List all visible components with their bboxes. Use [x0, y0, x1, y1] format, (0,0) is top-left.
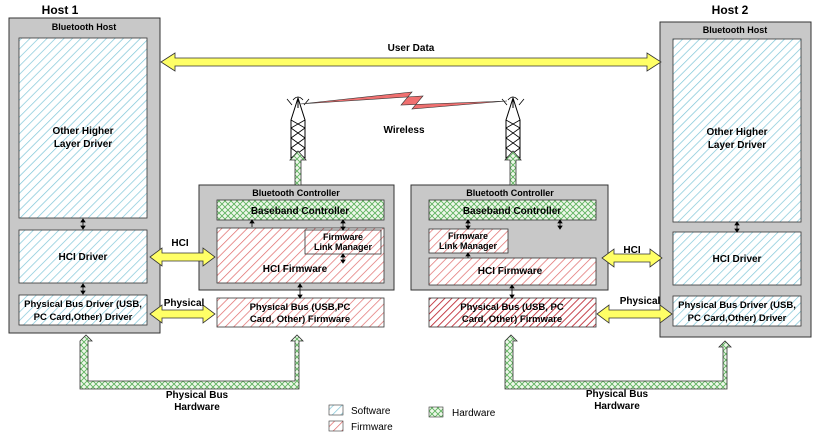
controller2-phys-fw-line1: Physical Bus (USB, PC	[460, 302, 564, 313]
user-data-label: User Data	[388, 43, 435, 54]
host1-internal-arrows	[80, 218, 86, 295]
host1-phys-driver-line1: Physical Bus Driver (USB,	[24, 299, 142, 310]
user-data-arrow	[160, 52, 662, 72]
controller2-link-manager-line1: Firmware	[448, 231, 488, 241]
hci-arrow-left	[149, 247, 216, 267]
host1-higher-layer-line1: Other Higher	[52, 126, 113, 137]
hci-left-label: HCI	[171, 238, 188, 249]
phys-bus-hw-right-line2: Hardware	[594, 401, 640, 412]
host1-higher-layer-driver	[18, 37, 148, 219]
legend-firmware-label: Firmware	[351, 422, 393, 433]
legend-firmware-swatch	[328, 420, 344, 432]
host2-higher-layer-line2: Layer Driver	[708, 140, 766, 151]
host2-internal-arrows	[734, 221, 740, 233]
controller2-phys-fw-line2: Card, Other) Firmware	[462, 314, 562, 325]
phys-bus-hw-left-line1: Physical Bus	[166, 390, 229, 401]
controller2-baseband-label: Baseband Controller	[463, 206, 561, 217]
host1-physical-bus-driver	[18, 294, 148, 326]
physical-bus-hardware-right	[504, 334, 732, 390]
host2-higher-layer-driver	[672, 38, 802, 223]
antenna-left-feed	[289, 150, 307, 186]
controller1-hci-firmware-label: HCI Firmware	[263, 264, 328, 275]
host2-higher-layer-line1: Other Higher	[706, 127, 767, 138]
host1-bluetooth-host-label: Bluetooth Host	[52, 22, 117, 32]
controller2-link-manager-line2: Link Manager	[439, 241, 498, 251]
host2-phys-driver-line1: Physical Bus Driver (USB,	[678, 300, 796, 311]
host2-phys-driver-line2: PC Card,Other) Driver	[688, 313, 787, 324]
legend-hardware-swatch	[428, 406, 444, 418]
controller2-title: Bluetooth Controller	[466, 188, 554, 198]
controller1-baseband-label: Baseband Controller	[251, 206, 349, 217]
phys-bus-hw-left-line2: Hardware	[174, 402, 220, 413]
controller2-baseband	[428, 199, 597, 221]
host1-higher-layer-line2: Layer Driver	[54, 139, 112, 150]
legend-software-label: Software	[351, 406, 391, 417]
phys-bus-hw-right-line1: Physical Bus	[586, 389, 649, 400]
physical-arrow-left	[149, 304, 216, 324]
legend-hardware-label: Hardware	[452, 408, 496, 419]
legend: Software Firmware Hardware	[328, 404, 496, 433]
controller1-baseband	[216, 199, 385, 221]
antenna-left-icon	[286, 96, 310, 186]
controller2-hci-firmware-label: HCI Firmware	[478, 266, 543, 277]
hci-right-label: HCI	[623, 245, 640, 256]
physical-right-label: Physical	[620, 296, 661, 307]
controller1-link-manager-line2: Link Manager	[314, 242, 373, 252]
controller2-internal-arrows	[465, 219, 563, 299]
controller2-hci-firmware	[428, 257, 597, 286]
host1-hci-driver-label: HCI Driver	[59, 252, 108, 263]
controller2-physical-bus-firmware	[428, 297, 597, 328]
host2-hci-driver	[672, 231, 802, 286]
controller1-physical-bus-firmware	[216, 297, 385, 328]
wireless-bolt-icon	[299, 91, 508, 110]
wireless-label: Wireless	[383, 125, 424, 136]
controller2-link-manager	[428, 228, 509, 254]
host1-phys-driver-line2: PC Card,Other) Driver	[34, 312, 133, 323]
controller1-link-manager-line1: Firmware	[323, 232, 363, 242]
physical-arrow-right	[596, 304, 673, 324]
controller1-phys-fw-line2: Card, Other) Firmware	[250, 314, 350, 325]
controller1-link-manager	[304, 229, 382, 255]
antenna-right-feed	[504, 150, 522, 186]
controller1-internal-arrows	[249, 219, 346, 299]
host2-hci-driver-label: HCI Driver	[713, 254, 762, 265]
physical-bus-hardware-left	[79, 334, 304, 390]
host1-title: Host 1	[42, 3, 79, 17]
antenna-right-icon	[501, 96, 525, 186]
physical-left-label: Physical	[164, 298, 205, 309]
host2-physical-bus-driver	[672, 295, 802, 327]
host1-hci-driver	[18, 229, 148, 284]
hci-arrow-right	[601, 248, 663, 268]
legend-software-swatch	[328, 404, 344, 416]
host2-title: Host 2	[712, 3, 749, 17]
controller1-phys-fw-line1: Physical Bus (USB,PC	[250, 302, 351, 313]
controller1-title: Bluetooth Controller	[252, 188, 340, 198]
host2-bluetooth-host-label: Bluetooth Host	[703, 25, 768, 35]
